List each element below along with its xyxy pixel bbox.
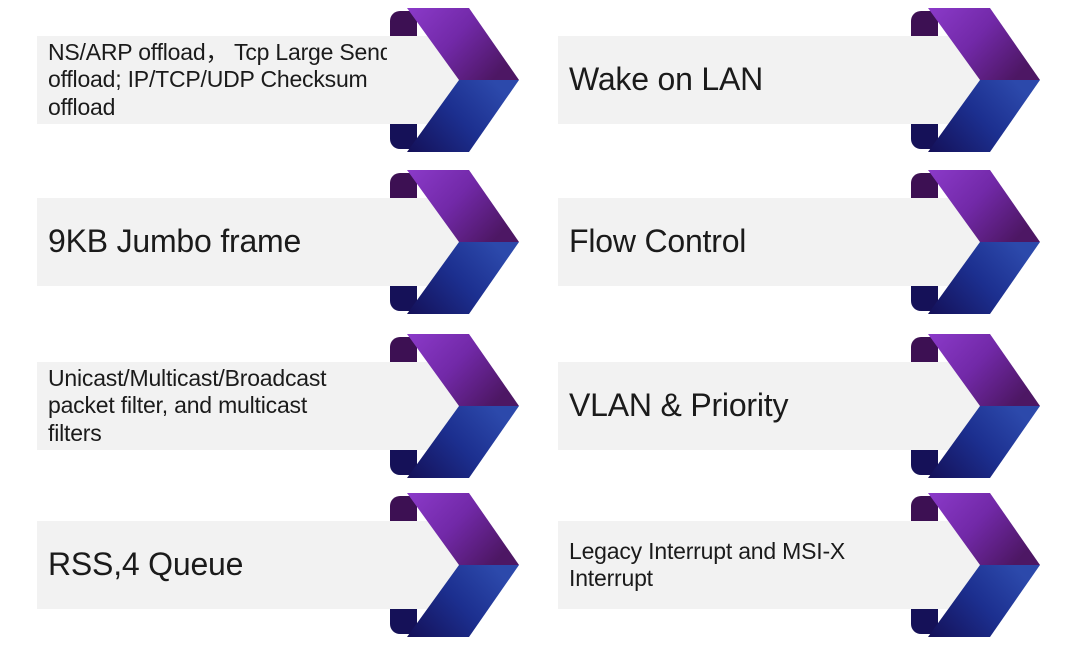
feature-item-interrupts: Legacy Interrupt and MSI-X Interrupt: [558, 493, 1040, 637]
feature-label-line: 9KB Jumbo frame: [48, 223, 302, 260]
feature-label-line: offload: [48, 93, 116, 120]
feature-banner: Flow Control: [558, 198, 908, 286]
feature-item-offloads: NS/ARP offload， Tcp Large Send offload; …: [37, 8, 519, 152]
feature-label: Wake on LAN: [558, 62, 763, 97]
feature-label: Legacy Interrupt and MSI-X Interrupt: [558, 538, 845, 592]
feature-banner: Unicast/Multicast/Broadcast packet filte…: [37, 362, 387, 450]
feature-label: RSS,4 Queue: [37, 547, 243, 582]
feature-label: Unicast/Multicast/Broadcast packet filte…: [37, 365, 327, 446]
feature-label-line: NS/ARP offload， Tcp Large Send: [48, 39, 393, 66]
feature-banner: RSS,4 Queue: [37, 521, 387, 609]
feature-label-line: VLAN & Priority: [569, 387, 789, 424]
feature-label-line: offload; IP/TCP/UDP Checksum: [48, 66, 368, 93]
feature-banner: Wake on LAN: [558, 36, 908, 124]
chevron-arrow-icon: [908, 493, 1040, 637]
chevron-arrow-icon: [387, 170, 519, 314]
feature-label: VLAN & Priority: [558, 388, 788, 423]
feature-item-wake-on-lan: Wake on LAN: [558, 8, 1040, 152]
feature-label: NS/ARP offload， Tcp Large Send offload; …: [37, 39, 393, 120]
feature-item-rss-queue: RSS,4 Queue: [37, 493, 519, 637]
feature-item-flow-control: Flow Control: [558, 170, 1040, 314]
feature-label-line: packet filter, and multicast: [48, 392, 308, 419]
feature-label-line: Wake on LAN: [569, 61, 764, 98]
chevron-arrow-icon: [908, 170, 1040, 314]
chevron-arrow-icon: [387, 8, 519, 152]
feature-label-line: filters: [48, 419, 102, 446]
feature-label: Flow Control: [558, 224, 746, 259]
feature-banner: Legacy Interrupt and MSI-X Interrupt: [558, 521, 908, 609]
chevron-arrow-icon: [908, 334, 1040, 478]
feature-label-line: Flow Control: [569, 223, 747, 260]
feature-label-line: RSS,4 Queue: [48, 546, 244, 583]
feature-label-line: Legacy Interrupt and MSI-X: [569, 537, 846, 564]
feature-item-vlan-priority: VLAN & Priority: [558, 334, 1040, 478]
feature-label-line: Interrupt: [569, 565, 653, 591]
feature-banner: 9KB Jumbo frame: [37, 198, 387, 286]
chevron-arrow-icon: [387, 334, 519, 478]
feature-label: 9KB Jumbo frame: [37, 224, 301, 259]
feature-banner: VLAN & Priority: [558, 362, 908, 450]
feature-label-line: Unicast/Multicast/Broadcast: [48, 365, 327, 392]
chevron-arrow-icon: [387, 493, 519, 637]
feature-banner: NS/ARP offload， Tcp Large Send offload; …: [37, 36, 393, 124]
feature-item-packet-filters: Unicast/Multicast/Broadcast packet filte…: [37, 334, 519, 478]
feature-item-jumbo-frame: 9KB Jumbo frame: [37, 170, 519, 314]
chevron-arrow-icon: [908, 8, 1040, 152]
